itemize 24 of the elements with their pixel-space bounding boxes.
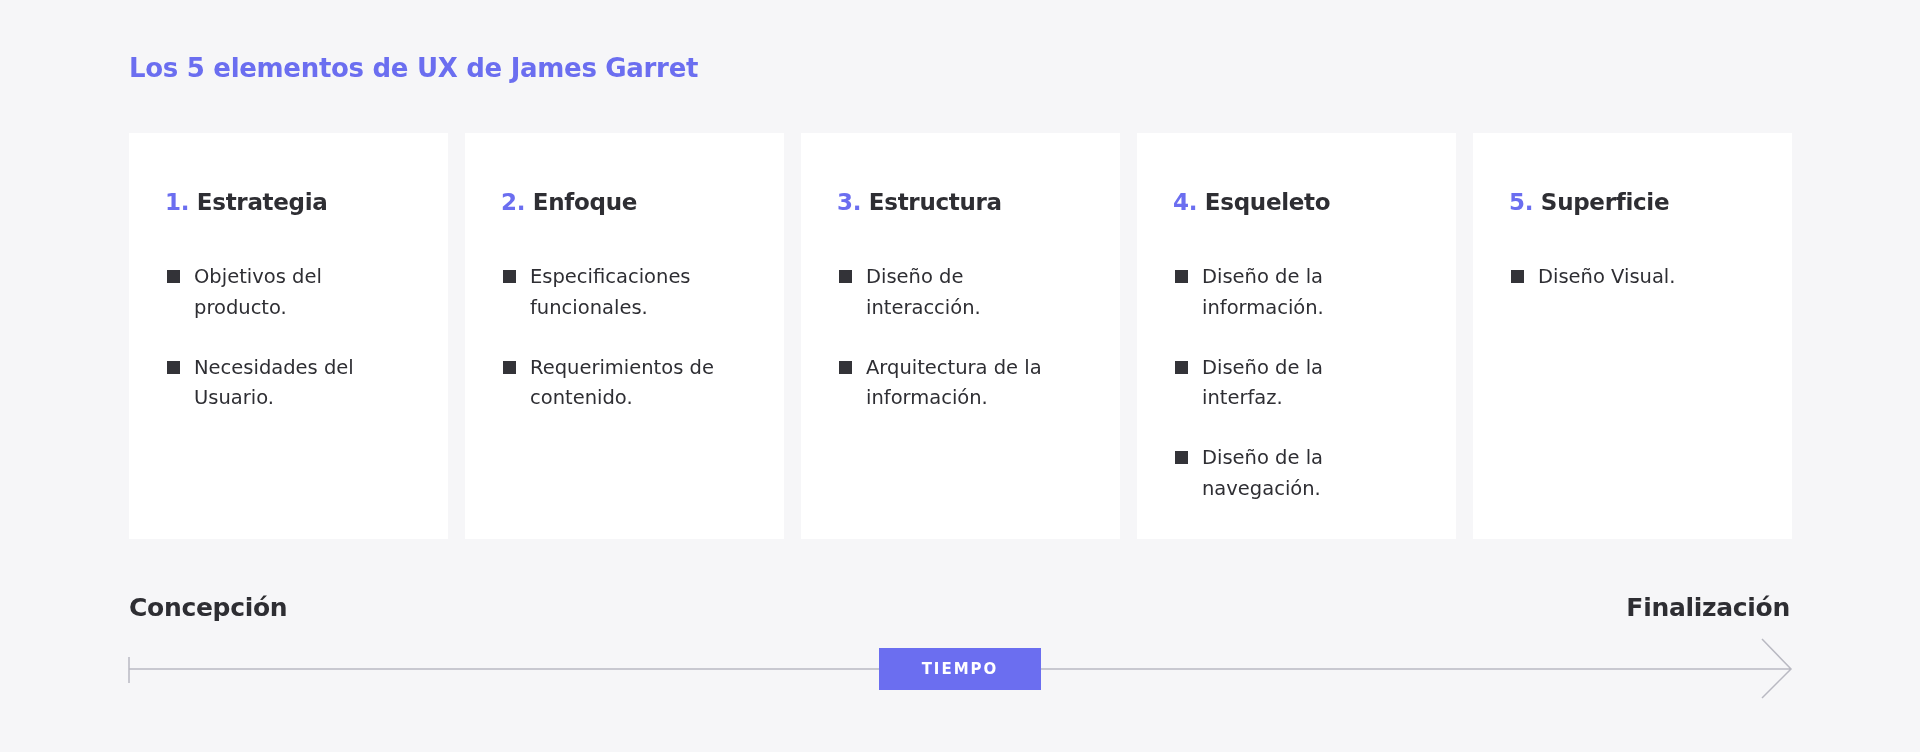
- card-heading: 5. Superficie: [1509, 188, 1670, 217]
- card-heading: 3. Estructura: [837, 188, 1002, 217]
- bullet-text: Objetivos del producto.: [194, 264, 323, 321]
- bullet-text: Diseño de la interfaz.: [1202, 354, 1325, 412]
- bullet-text: Requerimientos de contenido.: [530, 354, 715, 412]
- bullet-text: Necesidades del Usuario.: [194, 354, 355, 412]
- card-heading: 2. Enfoque: [501, 188, 638, 217]
- bullet-text: Diseño de la navegación.: [1202, 445, 1325, 502]
- diagram-title: Los 5 elementos de UX de James Garret: [129, 52, 699, 85]
- stage-card: [801, 133, 1120, 539]
- bullet-text: Especificaciones funcionales.: [530, 264, 692, 321]
- time-tag: TIEMPO: [879, 648, 1041, 690]
- bullet-text: Diseño de interacción.: [866, 264, 982, 321]
- bullet-text: Diseño de la información.: [1202, 264, 1325, 321]
- stage-card: [1473, 133, 1792, 539]
- timeline-end-label: Finalización: [1626, 592, 1790, 624]
- bullet-text: Arquitectura de la información.: [866, 354, 1043, 412]
- timeline-end-label: Concepción: [129, 592, 288, 624]
- card-heading: 1. Estrategia: [165, 188, 328, 217]
- bullet-text: Diseño Visual.: [1538, 264, 1677, 290]
- stage-card: [465, 133, 784, 539]
- card-heading: 4. Esqueleto: [1173, 188, 1331, 217]
- stage-card: [1137, 133, 1456, 539]
- stage-card: [129, 133, 448, 539]
